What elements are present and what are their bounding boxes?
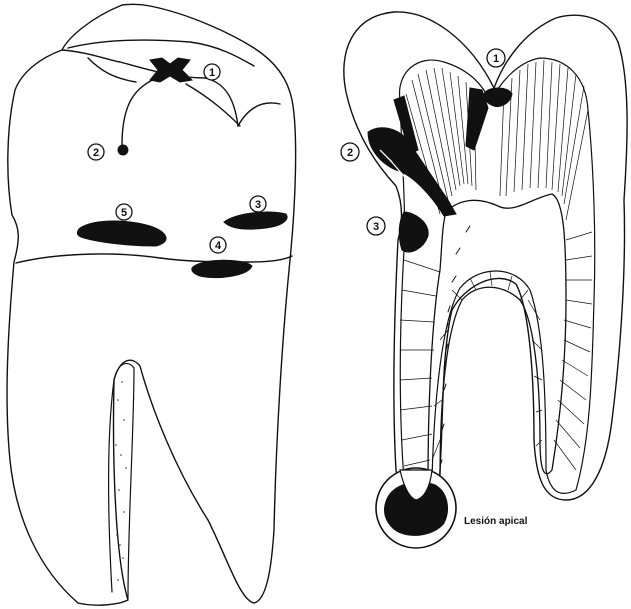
left-tooth-outline (7, 4, 296, 605)
right-pulp-marks (440, 226, 470, 466)
left-label-4-text: 4 (215, 240, 222, 252)
left-label-1: 1 (204, 64, 220, 80)
left-occlusal-ridge-line (62, 50, 238, 126)
right-label-2: 2 (341, 143, 359, 161)
left-label-5-text: 5 (121, 207, 127, 219)
left-label-2-text: 2 (93, 147, 99, 159)
lesion-4-cervical (192, 260, 252, 277)
right-lesions (368, 88, 512, 252)
right-label-1-text: 1 (493, 53, 499, 65)
left-label-3: 3 (250, 196, 266, 212)
apical-lesion-caption: Lesión apical (464, 516, 528, 527)
left-label-5: 5 (116, 204, 132, 220)
lesion-2-pit (118, 145, 128, 155)
left-label-1-text: 1 (209, 67, 215, 79)
left-root-stipple (115, 381, 127, 581)
lesion-5-smooth-surface (77, 221, 166, 246)
left-label-4: 4 (210, 237, 226, 253)
right-lesion-1-extension (466, 88, 488, 150)
left-cej-line (16, 254, 292, 263)
left-tooth (7, 4, 296, 605)
left-cusp-line-b (186, 84, 240, 126)
left-lesions (77, 58, 287, 278)
left-cusp-line-a (88, 58, 136, 82)
right-label-2-text: 2 (347, 147, 353, 159)
right-label-3: 3 (367, 217, 385, 235)
left-label-3-text: 3 (255, 199, 261, 211)
right-label-1: 1 (487, 49, 505, 67)
lesion-3-smooth-surface (224, 212, 287, 229)
right-label-3-text: 3 (373, 221, 379, 233)
right-lesion-3-root (399, 212, 428, 252)
apical-lesion (376, 468, 456, 548)
left-label-2: 2 (88, 144, 104, 160)
right-lesion-1-occlusal (484, 88, 512, 107)
left-cusp-line-c (238, 103, 280, 126)
lesion-2-leader-line (122, 76, 160, 145)
